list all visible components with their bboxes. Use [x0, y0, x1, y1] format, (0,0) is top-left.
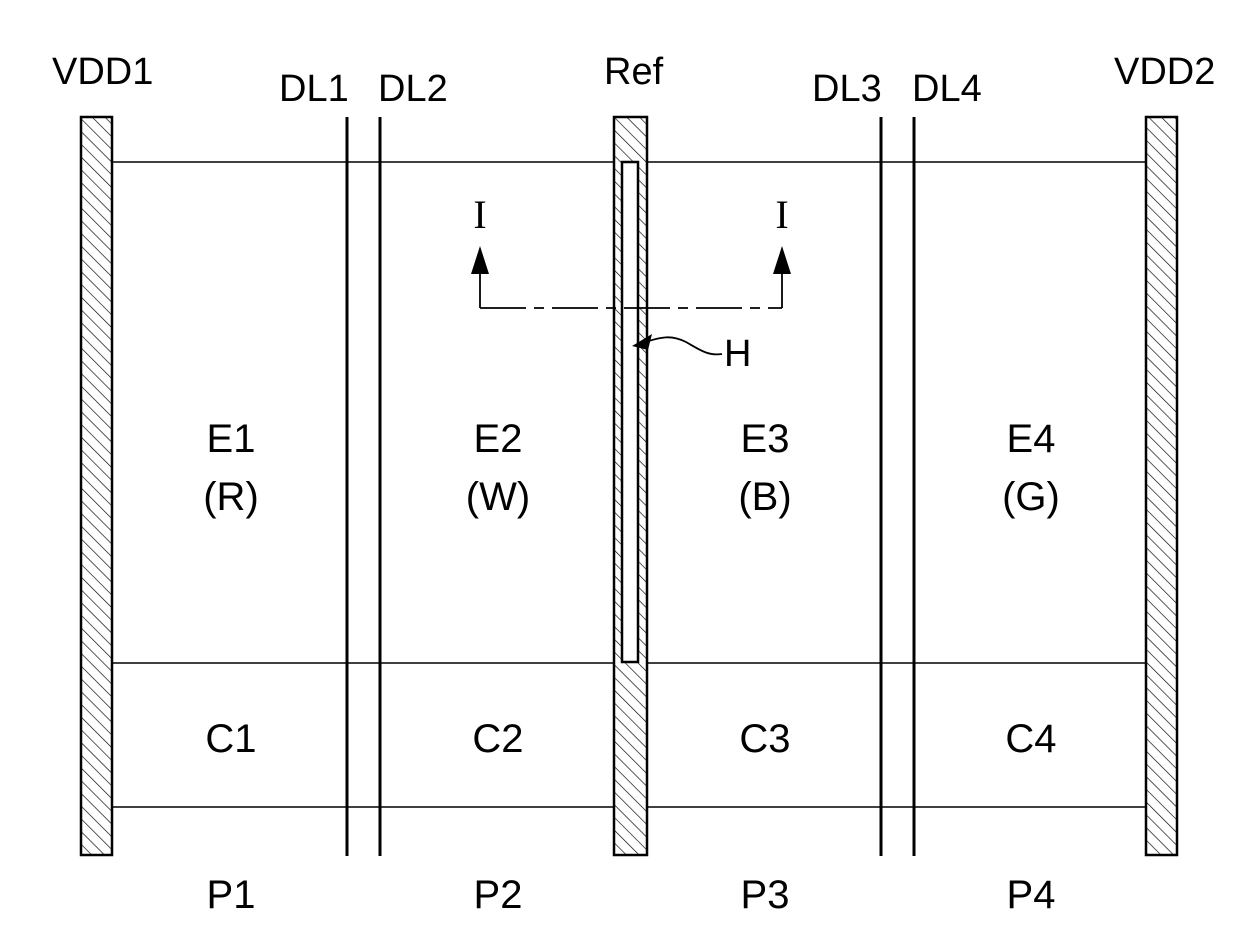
emission-area-name: E4	[1007, 417, 1056, 461]
emission-area-color: (G)	[1002, 475, 1060, 519]
emission-area-name: E1	[207, 417, 256, 461]
emission-area-name: E2	[474, 417, 523, 461]
emission-area-color: (R)	[203, 475, 259, 519]
vdd2-label: VDD2	[1114, 51, 1215, 93]
vdd2-rail	[1146, 117, 1177, 855]
dl2-label: DL2	[378, 68, 448, 110]
pixel-label: P2	[474, 873, 523, 917]
section-label-left: I	[473, 192, 486, 237]
emission-area-color: (B)	[738, 475, 791, 519]
vdd1-label: VDD1	[52, 51, 153, 93]
section-arrow-left-icon	[471, 246, 489, 274]
circuit-area-label: C3	[739, 717, 790, 761]
vdd1-rail	[81, 117, 112, 855]
emission-area-color: (W)	[466, 475, 530, 519]
circuit-area-label: C2	[472, 717, 523, 761]
emission-area-name: E3	[741, 417, 790, 461]
pixel-label: P3	[741, 873, 790, 917]
circuit-area-label: C1	[205, 717, 256, 761]
ref-label: Ref	[604, 51, 664, 93]
pixel-label: P1	[207, 873, 256, 917]
section-label-right: I	[775, 192, 788, 237]
dl1-label: DL1	[279, 68, 349, 110]
hole-leader-line	[640, 337, 722, 354]
hole-label: H	[724, 333, 751, 375]
contact-hole	[622, 162, 638, 662]
pixel-label: P4	[1007, 873, 1056, 917]
dl3-label: DL3	[812, 68, 882, 110]
circuit-area-label: C4	[1005, 717, 1056, 761]
dl4-label: DL4	[912, 68, 982, 110]
section-arrow-right-icon	[773, 246, 791, 274]
